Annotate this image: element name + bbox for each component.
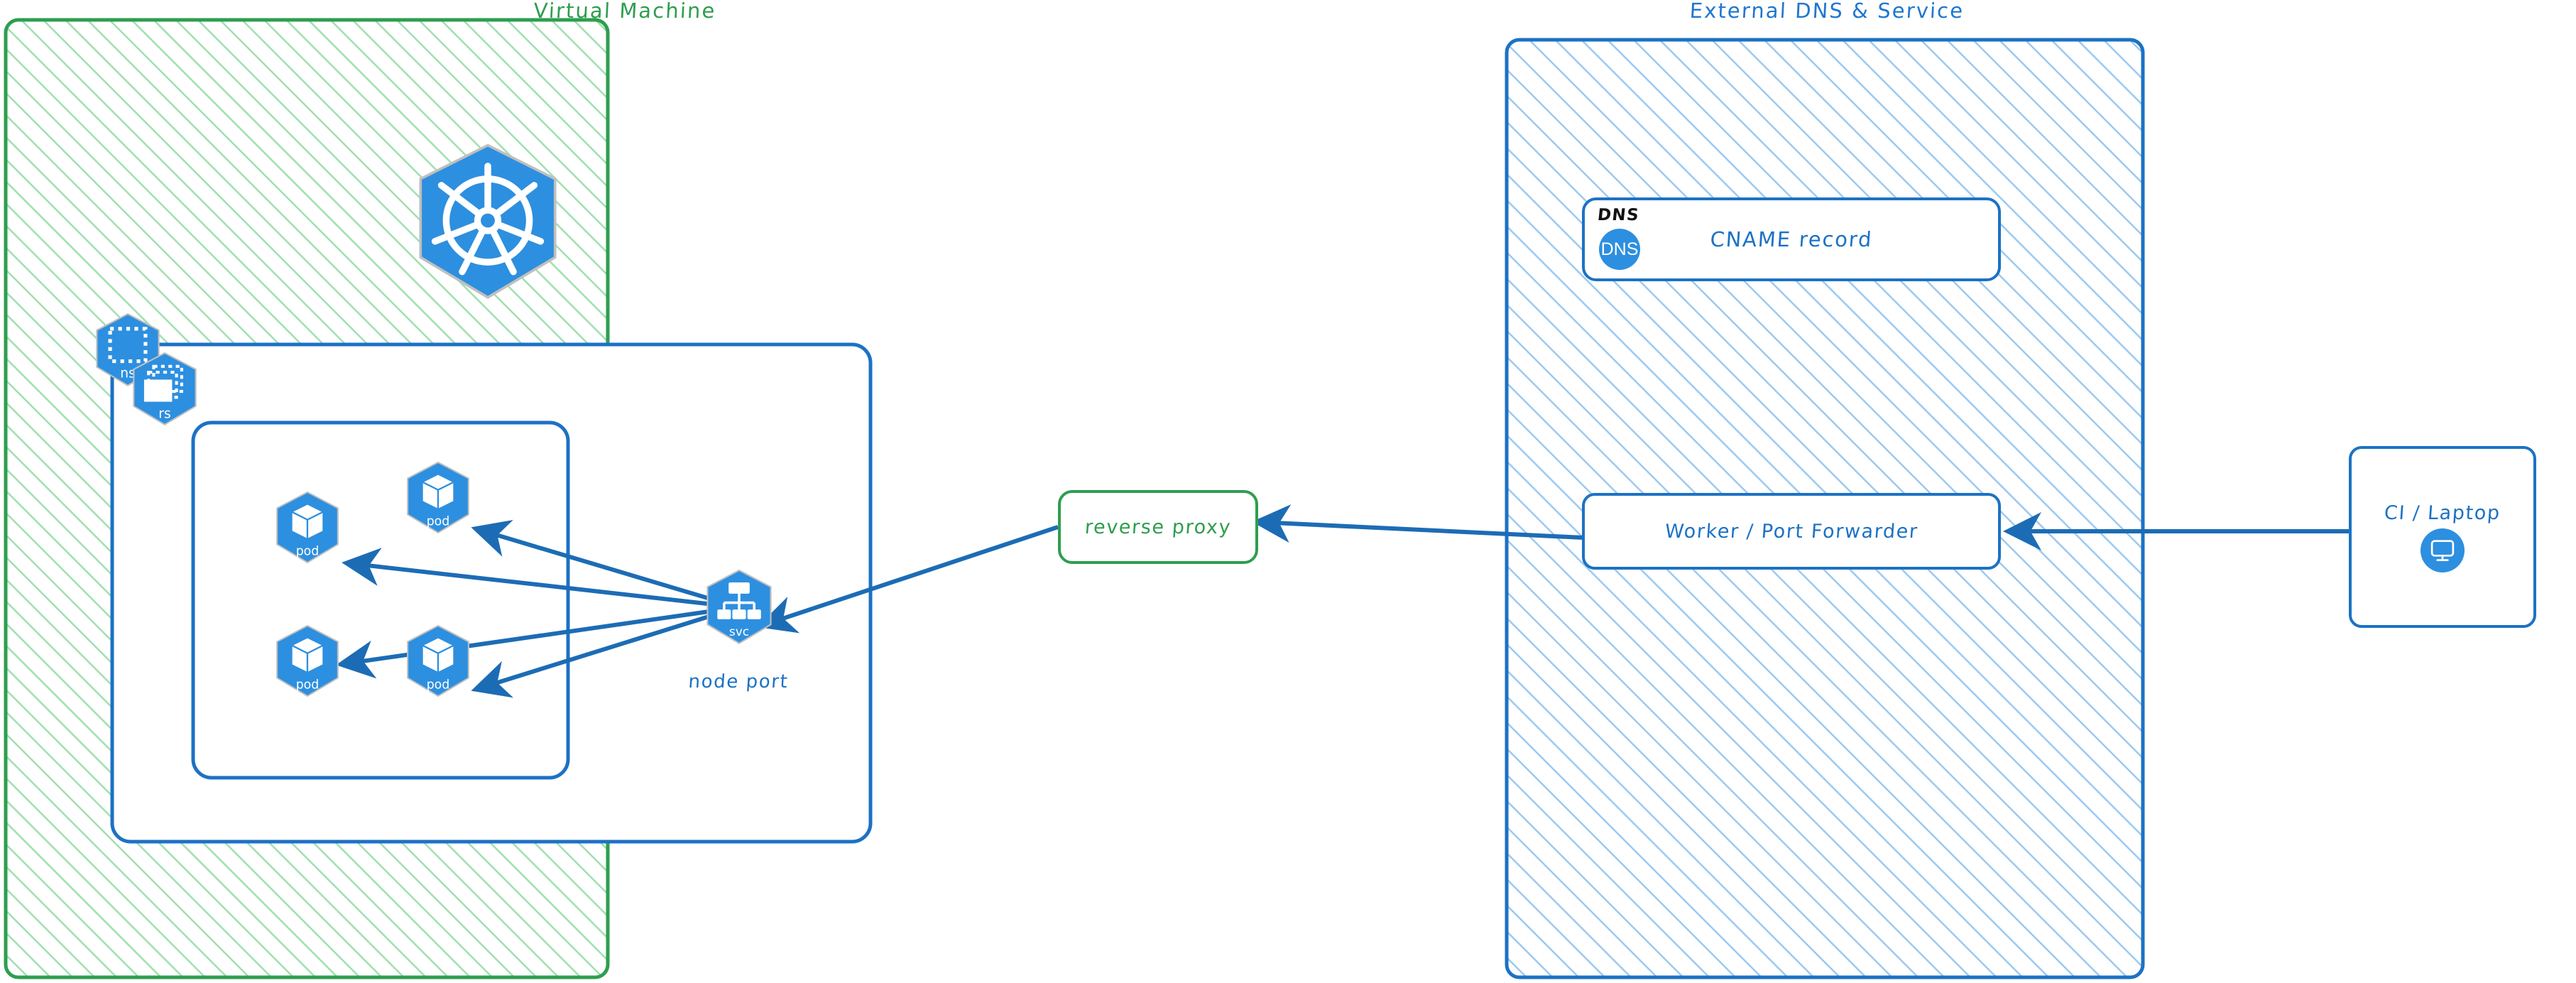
edge-reverse-proxy-to-svc <box>757 525 1059 634</box>
svg-text:pod: pod <box>427 678 450 693</box>
monitor-icon <box>2421 528 2465 572</box>
reverse-proxy-label: reverse proxy <box>1084 516 1233 538</box>
node-port-caption: node port <box>687 671 790 693</box>
svg-text:pod: pod <box>427 515 450 529</box>
reverse-proxy-node[interactable]: reverse proxy <box>1058 490 1258 564</box>
worker-port-forwarder-node[interactable]: Worker / Port Forwarder <box>1582 493 2001 570</box>
ci-laptop-node[interactable]: CI / Laptop <box>2349 446 2536 628</box>
kubernetes-pod-icon-4: pod <box>402 624 474 700</box>
svg-text:svc: svc <box>729 624 749 639</box>
kubernetes-pod-icon-1: pod <box>271 490 344 567</box>
kubernetes-svc-icon: svc <box>702 568 777 648</box>
dns-record-node[interactable]: DNS DNS CNAME record <box>1582 197 2001 281</box>
edge-worker-to-reverse-proxy <box>1252 504 1584 543</box>
svg-text:pod: pod <box>296 678 320 693</box>
group-title-virtual-machine: Virtual Machine <box>533 0 717 23</box>
replicaset-container <box>191 420 570 780</box>
kubernetes-pod-icon-2: pod <box>402 460 474 537</box>
ci-laptop-label: CI / Laptop <box>2384 501 2501 524</box>
kubernetes-rs-icon: rs <box>128 352 202 428</box>
edge-svc-to-pod-2 <box>471 520 739 609</box>
dns-badge-icon: DNS <box>1599 229 1640 270</box>
svg-text:rs: rs <box>158 406 170 421</box>
kubernetes-pod-icon-3: pod <box>271 624 344 700</box>
edge-svc-to-pod-1 <box>342 548 739 609</box>
worker-port-forwarder-label: Worker / Port Forwarder <box>1664 520 1919 543</box>
svg-text:pod: pod <box>296 545 320 559</box>
group-title-external-dns-service: External DNS & Service <box>1688 0 1965 23</box>
kubernetes-wheel-icon <box>419 143 557 299</box>
dns-tag-label: DNS <box>1596 206 1641 224</box>
cname-record-label: CNAME record <box>1709 227 1874 251</box>
svg-text:ns: ns <box>120 366 136 381</box>
